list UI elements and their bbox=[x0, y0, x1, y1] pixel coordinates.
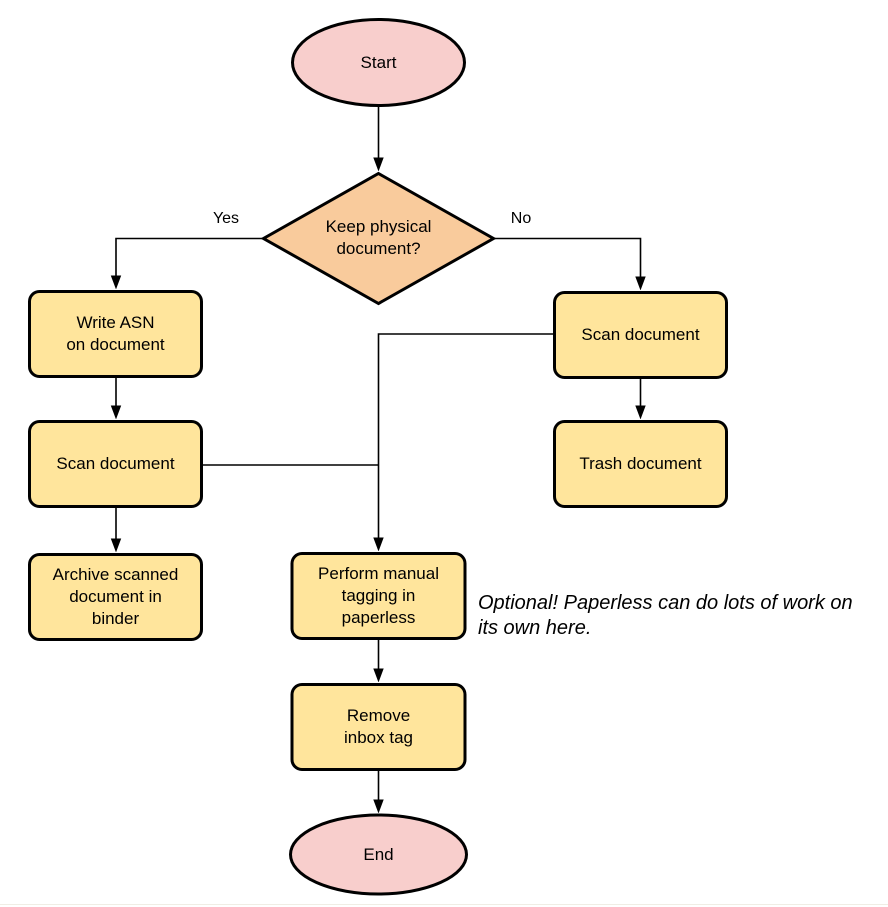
edge-scanright-to-tagging bbox=[379, 333, 554, 549]
end-node-shape bbox=[289, 813, 468, 896]
decision-node-shape bbox=[260, 171, 497, 306]
edge-yes-branch bbox=[116, 237, 264, 288]
edge-no-branch bbox=[493, 237, 641, 289]
optional-note: Optional! Paperless can do lots of work … bbox=[478, 592, 853, 639]
scan-left-node-shape bbox=[28, 420, 203, 508]
write-asn-node-shape bbox=[28, 290, 203, 378]
scan-right-node-shape bbox=[553, 291, 728, 379]
page-bottom-edge bbox=[0, 904, 888, 905]
remove-inbox-node-shape bbox=[290, 683, 467, 771]
no-branch-label: No bbox=[510, 210, 532, 227]
start-node-shape bbox=[291, 18, 466, 107]
tagging-node-shape bbox=[290, 552, 467, 640]
archive-node-shape bbox=[28, 553, 203, 641]
yes-branch-label: Yes bbox=[212, 210, 240, 227]
trash-node-shape bbox=[553, 420, 728, 508]
